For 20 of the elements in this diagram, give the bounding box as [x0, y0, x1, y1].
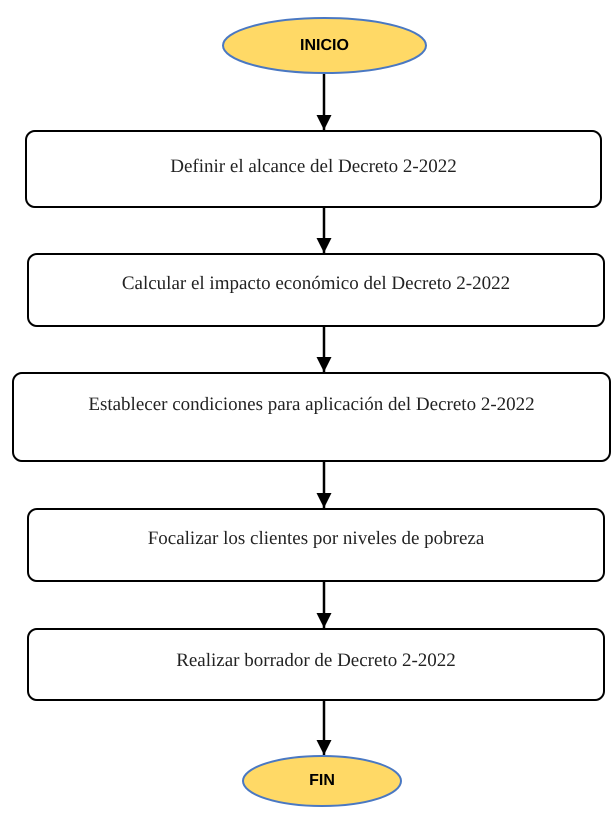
- process-box: [25, 130, 602, 208]
- arrow: [316, 701, 332, 755]
- step-label: Definir el alcance del Decreto 2-2022: [170, 156, 457, 178]
- arrow: [316, 74, 332, 130]
- arrow: [316, 327, 332, 372]
- arrow: [316, 582, 332, 628]
- arrow: [316, 208, 332, 253]
- arrow: [316, 462, 332, 508]
- step-label: Establecer condiciones para aplicación del Decreto 2-2022: [88, 394, 535, 416]
- terminal-ellipse: [242, 755, 402, 807]
- terminal-label: FIN: [309, 772, 335, 790]
- process-box: [27, 628, 605, 701]
- terminal-ellipse: [222, 17, 427, 74]
- process-box: [27, 508, 605, 582]
- step-label: Focalizar los clientes por niveles de pobreza: [148, 528, 484, 550]
- process-box: [27, 253, 605, 327]
- step-label: Realizar borrador de Decreto 2-2022: [176, 650, 456, 672]
- terminal-label: INICIO: [300, 36, 349, 54]
- step-label: Calcular el impacto económico del Decreto 2-2022: [122, 273, 510, 295]
- process-box: [12, 372, 611, 462]
